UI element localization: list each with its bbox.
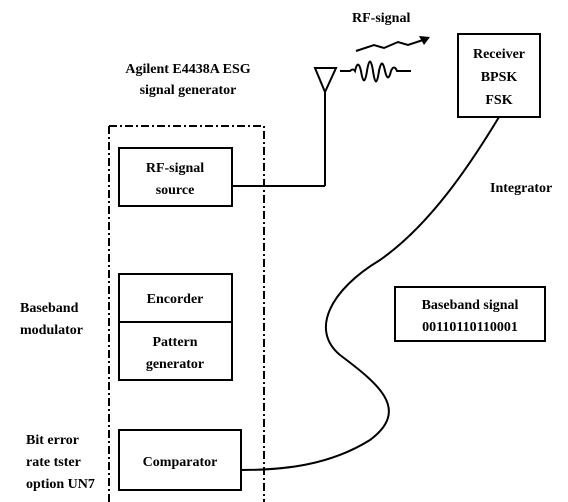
rf-source-box bbox=[118, 147, 233, 207]
generator-title-line2: signal generator bbox=[140, 83, 237, 98]
wavelet-icon bbox=[340, 60, 411, 83]
receiver-line3: FSK bbox=[485, 93, 512, 108]
rf-signal-label: RF-signal bbox=[352, 11, 410, 26]
bit-error-line3: option UN7 bbox=[26, 477, 95, 492]
pattern-generator-line1: Pattern bbox=[152, 335, 197, 350]
comparator-box bbox=[118, 429, 242, 491]
encoder-box bbox=[118, 273, 233, 323]
generator-enclosure bbox=[108, 125, 265, 502]
encoder-label: Encorder bbox=[147, 292, 204, 307]
antenna-icon bbox=[313, 67, 338, 186]
receiver-line2: BPSK bbox=[481, 70, 518, 85]
comparator-label: Comparator bbox=[143, 455, 218, 470]
pattern-generator-box bbox=[118, 321, 233, 381]
rf-source-line2: source bbox=[156, 183, 195, 198]
baseband-modulator-line2: modulator bbox=[20, 323, 83, 338]
pattern-generator-line2: generator bbox=[146, 357, 204, 372]
bit-error-line1: Bit error bbox=[26, 433, 79, 448]
baseband-modulator-line1: Baseband bbox=[20, 301, 79, 316]
bit-error-line2: rate tster bbox=[26, 455, 81, 470]
baseband-signal-box bbox=[394, 286, 546, 342]
receiver-box bbox=[457, 33, 541, 118]
rf-source-line1: RF-signal bbox=[146, 161, 204, 176]
integrator-curve bbox=[240, 116, 500, 471]
integrator-label: Integrator bbox=[490, 181, 552, 196]
zigzag-arrow-icon bbox=[355, 36, 430, 52]
baseband-signal-line1: Baseband signal bbox=[422, 298, 519, 313]
generator-title-line1: Agilent E4438A ESG bbox=[125, 62, 250, 77]
receiver-line1: Receiver bbox=[473, 47, 525, 62]
baseband-signal-line2: 00110110110001 bbox=[422, 320, 518, 335]
